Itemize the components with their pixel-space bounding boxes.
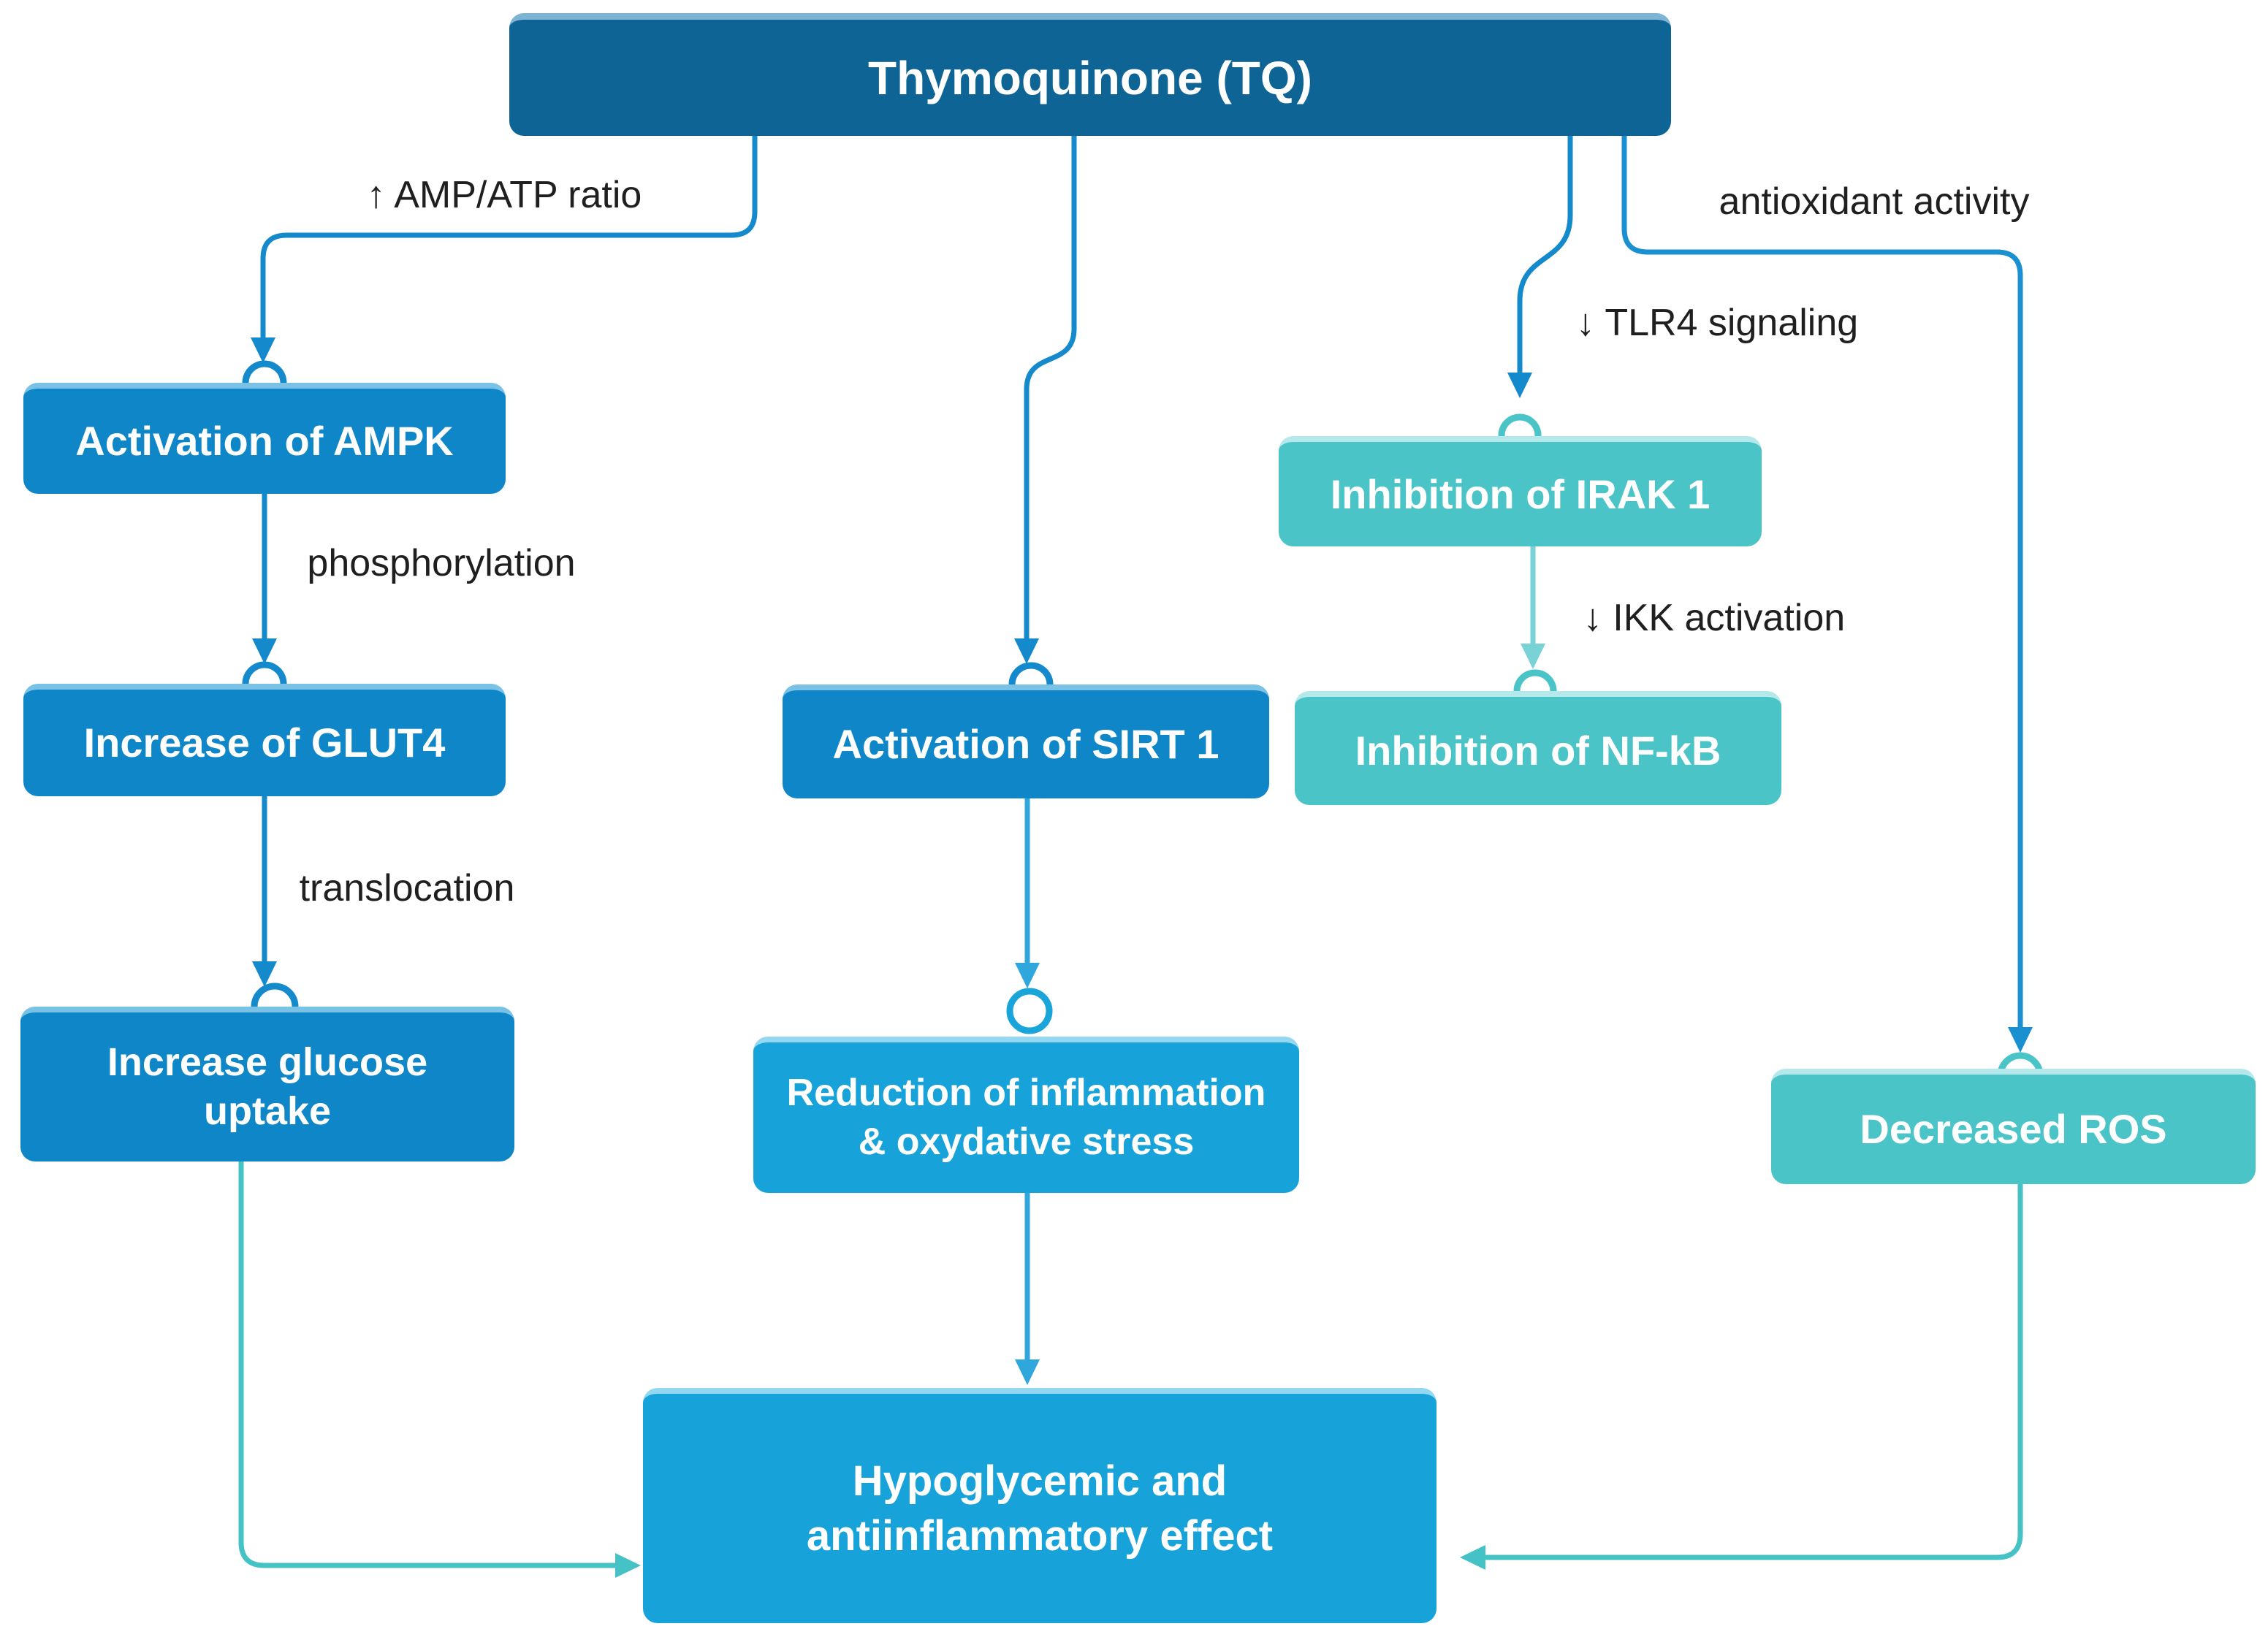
- edge-label-amp-atp: ↑ AMP/ATP ratio: [366, 174, 642, 216]
- node-thymoquinone: Thymoquinone (TQ): [509, 13, 1671, 136]
- node-thymoquinone-label: Thymoquinone (TQ): [868, 51, 1312, 104]
- node-effect-label: Hypoglycemic and antiinflammatory effect: [806, 1457, 1274, 1560]
- node-ros-label: Decreased ROS: [1860, 1106, 2167, 1152]
- edge-glucose-effect: [238, 1160, 618, 1568]
- arrowhead-ros: [2008, 1027, 2033, 1053]
- arrowhead-glut4: [252, 638, 277, 664]
- edge-label-antioxidant: antioxidant activity: [1719, 180, 2030, 223]
- edge-label-phosphorylation: phosphorylation: [307, 542, 576, 584]
- edge-label-ikk: ↓ IKK activation: [1583, 597, 1846, 639]
- arrowhead-nfkb: [1521, 644, 1545, 669]
- node-glucose-uptake-label: Increase glucose uptake: [107, 1039, 428, 1134]
- edge-label-tlr4: ↓ TLR4 signaling: [1575, 302, 1859, 344]
- edge-tq-irak1: [1517, 136, 1573, 374]
- edge-label-translocation: translocation: [299, 867, 515, 909]
- node-irak1: Inhibition of IRAK 1: [1279, 436, 1762, 546]
- arrowhead-sirt1: [1014, 638, 1039, 664]
- arrowhead-effect-left: [615, 1553, 641, 1578]
- edge-tq-ros: [1621, 136, 2023, 1029]
- edge-tq-ampk: [260, 136, 758, 342]
- node-irak1-label: Inhibition of IRAK 1: [1330, 470, 1710, 517]
- node-ampk: Activation of AMPK: [23, 383, 506, 494]
- node-sirt1-label: Activation of SIRT 1: [832, 721, 1219, 767]
- node-nfkb-label: Inhibition of NF-kB: [1355, 728, 1721, 774]
- node-ampk-label: Activation of AMPK: [75, 418, 454, 464]
- connector-dot-reduction: [1006, 988, 1053, 1034]
- node-effect: Hypoglycemic and antiinflammatory effect: [643, 1388, 1436, 1623]
- arrowhead-irak1: [1507, 373, 1532, 398]
- node-glucose-uptake: Increase glucose uptake: [20, 1007, 514, 1161]
- node-reduction: Reduction of inflammation & oxydative st…: [753, 1037, 1299, 1193]
- node-reduction-label: Reduction of inflammation & oxydative st…: [786, 1072, 1266, 1163]
- arrowhead-effect-right: [1460, 1545, 1485, 1570]
- edge-tq-sirt1: [1024, 136, 1077, 640]
- arrowhead-ampk: [251, 337, 275, 363]
- arrowhead-reduction: [1015, 963, 1040, 988]
- arrowhead-effect-top: [1015, 1359, 1040, 1385]
- arrowhead-glucose: [252, 961, 277, 987]
- node-glut4: Increase of GLUT4: [23, 684, 506, 796]
- node-nfkb: Inhibition of NF-kB: [1295, 691, 1781, 805]
- node-sirt1: Activation of SIRT 1: [783, 684, 1269, 798]
- edge-ros-effect: [1483, 1184, 2023, 1560]
- node-ros: Decreased ROS: [1771, 1069, 2256, 1184]
- node-glut4-label: Increase of GLUT4: [83, 720, 446, 766]
